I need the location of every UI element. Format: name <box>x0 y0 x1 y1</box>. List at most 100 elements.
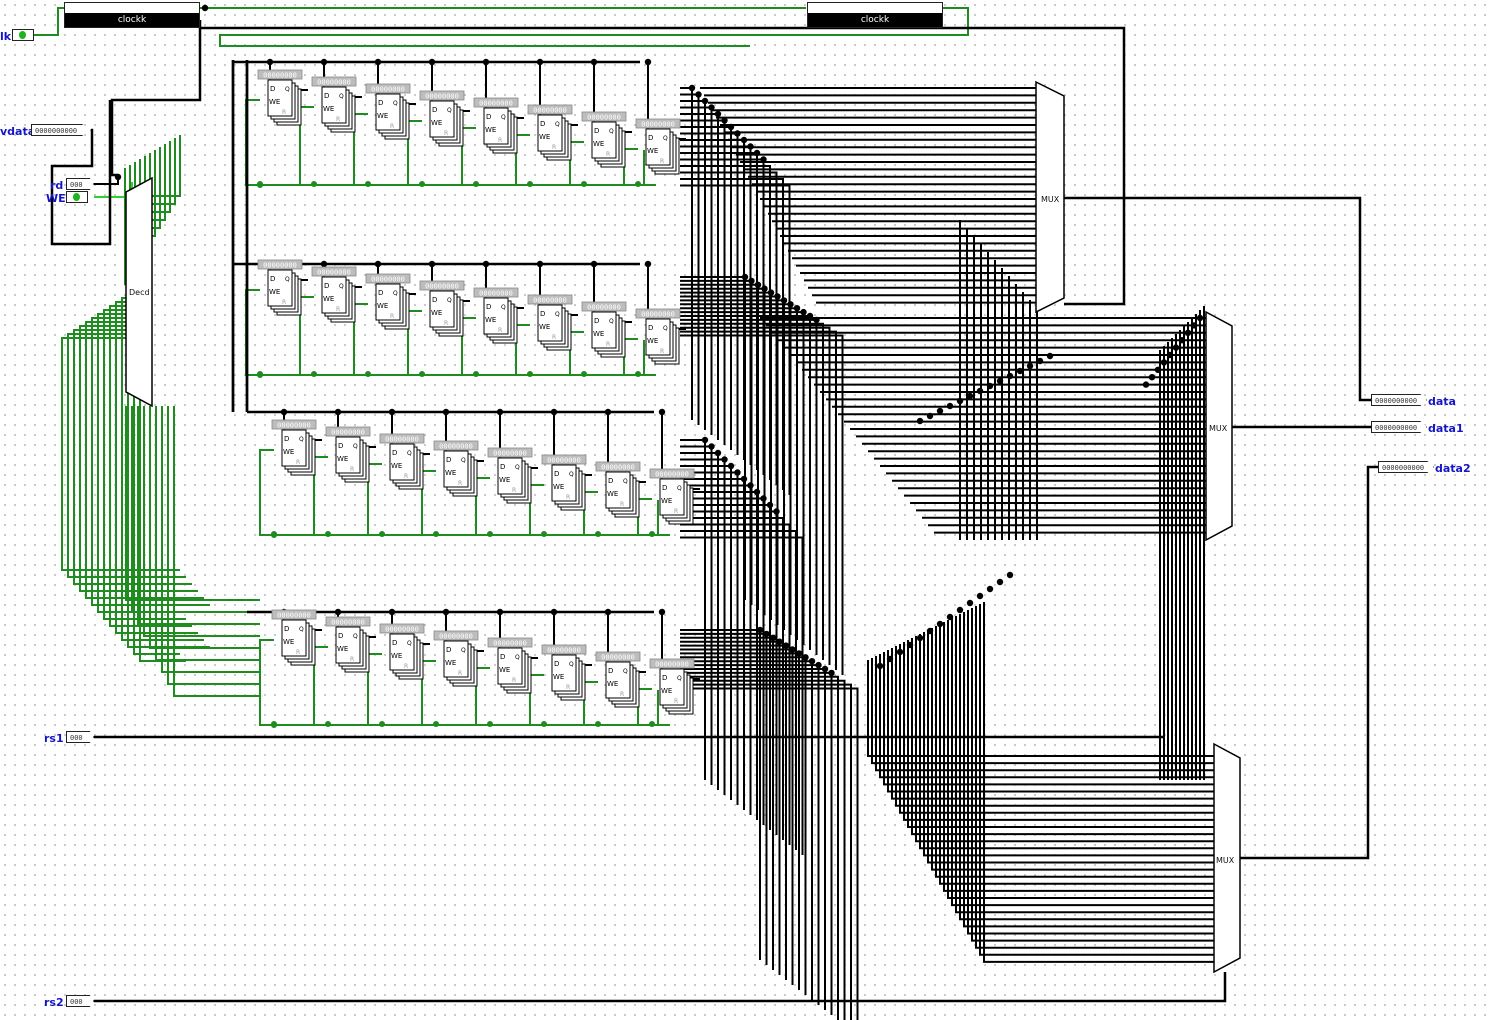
register-value: 00000000 <box>655 471 689 479</box>
decoder-down-wire <box>155 406 260 661</box>
rd-input-pin[interactable]: 000 <box>66 178 94 190</box>
register-value-box <box>541 454 587 465</box>
bus-wire <box>680 530 797 850</box>
register-r-pin: R <box>282 299 286 306</box>
rs2-input-pin[interactable]: 000 <box>66 995 94 1007</box>
junction-dot <box>658 408 666 416</box>
decoder-down-wire <box>149 406 260 649</box>
junction-dot <box>1016 367 1024 375</box>
register-we-pin: WE <box>391 462 402 470</box>
mux-input-wire <box>875 656 1214 772</box>
register-r-pin: R <box>620 691 624 698</box>
data-output-label: data <box>1428 395 1456 408</box>
clock-block-1[interactable]: clockk <box>64 2 200 28</box>
register-value: 00000000 <box>655 661 689 669</box>
register-q-pin: Q <box>353 633 358 640</box>
register-value: 00000000 <box>601 464 635 472</box>
register-d-pin: D <box>554 660 559 668</box>
bus-wire <box>680 330 837 670</box>
register-value: 00000000 <box>533 107 567 115</box>
junction-dot <box>767 289 775 296</box>
junction-dot <box>708 443 715 450</box>
register-q-pin: Q <box>407 640 412 647</box>
register-value: 00000000 <box>331 429 365 437</box>
register-r-pin: R <box>498 137 502 144</box>
rs1-input-pin[interactable]: 000 <box>66 731 94 743</box>
mux-input-wire <box>903 642 1214 821</box>
we-input-pin[interactable] <box>66 191 88 203</box>
register-we-pin: WE <box>539 133 550 141</box>
register-r-pin: R <box>404 663 408 670</box>
clock-block-1-label: clockk <box>65 13 199 27</box>
register-body <box>389 633 415 671</box>
bank-enable-rail <box>260 500 659 536</box>
rs2-label: rs2 <box>44 996 64 1009</box>
register-body <box>335 626 361 664</box>
junction-dot <box>721 117 728 124</box>
junction-dot <box>800 308 807 316</box>
mux-input-wire <box>867 660 1214 757</box>
junction-dot <box>428 260 436 268</box>
junction-dot <box>795 650 803 657</box>
junction-dot <box>956 606 964 614</box>
wdata-wire <box>50 100 112 246</box>
register-value: 00000000 <box>317 79 351 87</box>
register-we-pin: WE <box>269 98 280 106</box>
register-body <box>551 654 577 692</box>
junction-dot <box>550 408 558 416</box>
bus-wire <box>680 671 833 1015</box>
we-label: WE <box>46 192 66 205</box>
register-q-pin: Q <box>393 290 398 297</box>
junction-dot <box>271 532 277 538</box>
mux-1-shape <box>1035 80 1065 314</box>
junction-dot <box>701 97 709 105</box>
register-we-pin: WE <box>323 295 334 303</box>
junction-dot <box>604 408 612 416</box>
junction-dot <box>946 613 954 621</box>
junction-dot <box>774 293 781 300</box>
junction-dot <box>496 408 504 416</box>
register-value: 00000000 <box>277 612 311 620</box>
rs1-label: rs1 <box>44 732 64 745</box>
junction-dot <box>374 58 382 66</box>
junction-dot <box>590 58 598 66</box>
junction-dot <box>787 301 794 308</box>
mux-input-wire <box>963 612 1214 928</box>
register-we-pin: WE <box>391 652 402 660</box>
register-q-pin: Q <box>555 121 560 128</box>
register-we-pin: WE <box>593 330 604 338</box>
register-value-box <box>487 447 533 458</box>
register-q-pin: Q <box>501 304 506 311</box>
decoder-output-wire <box>152 135 181 197</box>
junction-dot <box>773 508 780 515</box>
junction-dot <box>374 260 382 268</box>
clock-block-2[interactable]: clockk <box>807 2 943 28</box>
bus-wire <box>680 640 781 975</box>
register-value: 00000000 <box>547 647 581 655</box>
register-we-pin: WE <box>337 455 348 463</box>
bus-wire <box>680 679 846 1020</box>
register-r-pin: R <box>390 123 394 130</box>
bus-wire <box>680 145 752 465</box>
register-body <box>537 114 563 152</box>
register-r-pin: R <box>296 459 300 466</box>
junction-dot <box>763 630 770 638</box>
mux-input-wire <box>923 632 1214 857</box>
data2-output-label: data2 <box>1435 462 1471 475</box>
register-value-box <box>365 83 411 94</box>
wdata-input-pin[interactable]: 0000000000 <box>31 124 91 136</box>
junction-dot <box>388 408 396 416</box>
junction-dot <box>714 110 722 118</box>
rd-wire <box>94 178 119 185</box>
clk-input-pin[interactable] <box>12 29 34 41</box>
register-r-pin: R <box>350 656 354 663</box>
decoder-shape <box>125 176 153 408</box>
bus-wire <box>680 322 824 660</box>
junction-dot <box>906 641 914 649</box>
register-we-pin: WE <box>593 140 604 148</box>
register-d-pin: D <box>608 477 613 485</box>
register-value: 00000000 <box>641 121 675 129</box>
decoder-down-wire <box>167 406 260 685</box>
clock-wire <box>200 26 1126 306</box>
mux-input-wire <box>959 614 1214 921</box>
